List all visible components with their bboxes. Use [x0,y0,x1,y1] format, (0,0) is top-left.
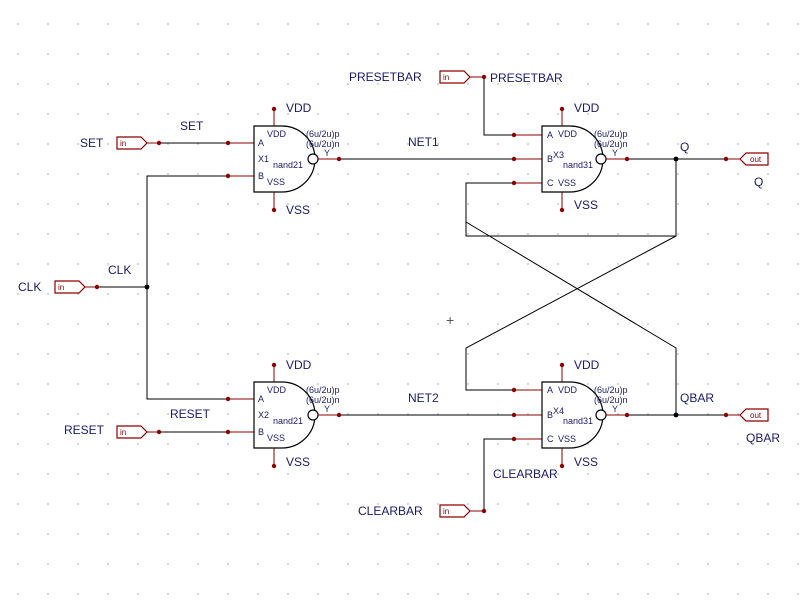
port-clearbar[interactable]: in CLEARBAR [358,504,487,518]
gate-x3-out-pin: Y [612,148,618,158]
net-label-clearbar: CLEARBAR [493,467,558,481]
wire-q-fb-b[interactable] [465,182,514,222]
port-set[interactable]: in SET [80,136,162,150]
gate-x4-p-param: (6u/2u)p [594,385,628,395]
gate-x4-vss-label: VSS [574,455,598,469]
port-presetbar-dir: in [443,73,449,82]
port-qbar-dir: out [750,411,762,420]
net-label-presetbar: PRESETBAR [490,71,563,85]
port-reset[interactable]: in RESET [64,423,162,439]
gate-x4-pin-b: B [547,410,553,420]
gate-x4-vdd-label: VDD [574,358,600,372]
wire-fb-x3-to-x4[interactable] [465,235,677,391]
wire-clearbar[interactable] [483,438,514,511]
net-label-net1: NET1 [408,135,439,149]
net-label-q: Q [680,140,689,154]
port-presetbar[interactable]: in PRESETBAR [349,70,487,84]
wire-clk-trunk[interactable] [146,175,228,400]
gate-x4-cell: nand31 [563,416,593,426]
gate-x2-pin-a: A [258,394,264,404]
net-label-clk: CLK [108,263,131,277]
gate-x1[interactable]: VDD VSS A B VDD VSS X1 nand21 Y (6u/2u)p… [225,101,342,217]
gate-x1-n-param: (6u/2u)n [306,139,340,149]
gate-x1-bubble [307,153,319,165]
gate-x1-vss-pin: VSS [267,177,285,187]
gate-x2-vss-pin: VSS [267,433,285,443]
gate-x2-vdd-pin: VDD [267,385,287,395]
junction-q [673,156,679,162]
gate-x4-vdd-pin: VDD [558,385,578,395]
port-set-label: SET [80,136,104,150]
gate-x2-n-param: (6u/2u)n [306,395,340,405]
junction-qbar [673,412,679,418]
gate-x4-out-pin: Y [612,404,618,414]
gate-x2-bubble [307,409,319,421]
gate-x2-cell: nand21 [273,416,303,426]
net-label-qbar: QBAR [680,391,714,405]
gate-x3-vss-pin: VSS [558,178,576,188]
gate-x1-vdd-label: VDD [286,101,312,115]
gate-x3[interactable]: VDD VSS A B C VDD VSS X3 nand31 Y (6u/2u… [511,101,630,213]
port-qbar-label: QBAR [746,431,780,445]
port-clk-dir: in [58,283,64,292]
gate-x1-p-param: (6u/2u)p [306,129,340,139]
port-clearbar-dir: in [443,507,449,516]
port-clearbar-label: CLEARBAR [358,504,423,518]
gate-x1-inst: X1 [258,154,269,164]
wires [97,77,726,511]
junction-clk [144,284,150,290]
port-set-dir: in [120,139,126,148]
gate-x1-vss-label: VSS [286,203,310,217]
gate-x4-vss-pin: VSS [558,434,576,444]
gate-x2-out-pin: Y [324,404,330,414]
port-clk[interactable]: in CLK [18,280,100,294]
gate-x4-pin-a: A [547,385,553,395]
port-reset-label: RESET [64,423,105,437]
gate-x3-vss-label: VSS [574,198,598,212]
port-q-label: Q [754,175,763,189]
wire-presetbar[interactable] [483,77,514,136]
gate-x1-pin-b: B [258,171,264,181]
gate-x3-pin-a: A [547,130,553,140]
port-q[interactable]: out Q [723,152,769,189]
gate-x1-out-pin: Y [324,148,330,158]
gate-x3-inst: X3 [553,150,564,160]
port-q-dir: out [750,155,762,164]
gate-x2-vss-label: VSS [286,455,310,469]
gate-x3-cell: nand31 [563,160,593,170]
port-clk-label: CLK [18,280,41,294]
gate-x3-vdd-pin: VDD [558,129,578,139]
gate-x1-pin-a: A [258,138,264,148]
gate-x4-n-param: (6u/2u)n [594,395,628,405]
gate-x4[interactable]: VDD VSS A B C VDD VSS X4 nand31 Y (6u/2u… [511,358,630,469]
wire-fb-x4-to-x3[interactable] [465,221,677,415]
gate-x3-p-param: (6u/2u)p [594,129,628,139]
gate-x3-vdd-label: VDD [574,101,600,115]
gate-x4-pin-c: C [547,434,554,444]
net-label-reset: RESET [170,407,211,421]
port-presetbar-label: PRESETBAR [349,70,422,84]
net-label-net2: NET2 [408,391,439,405]
crosshair-cursor-icon: + [446,312,454,328]
net-label-set: SET [180,119,204,133]
gate-x2-pin-b: B [258,427,264,437]
gate-x2-p-param: (6u/2u)p [306,385,340,395]
gate-x3-pin-c: C [547,178,554,188]
junctions [144,156,679,418]
gate-x3-bubble [595,153,607,165]
gate-x1-cell: nand21 [273,160,303,170]
port-qbar[interactable]: out QBAR [723,408,781,445]
gate-x2[interactable]: VDD VSS A B VDD VSS X2 nand21 Y (6u/2u)p… [225,358,342,469]
gate-x3-pin-b: B [547,154,553,164]
port-reset-dir: in [120,428,126,437]
gate-x4-bubble [595,409,607,421]
gate-x3-n-param: (6u/2u)n [594,139,628,149]
gate-x4-inst: X4 [553,406,564,416]
gate-x2-inst: X2 [258,410,269,420]
wire-q-fb-a[interactable] [465,159,677,237]
gate-x2-vdd-label: VDD [286,358,312,372]
gate-x1-vdd-pin: VDD [267,129,287,139]
